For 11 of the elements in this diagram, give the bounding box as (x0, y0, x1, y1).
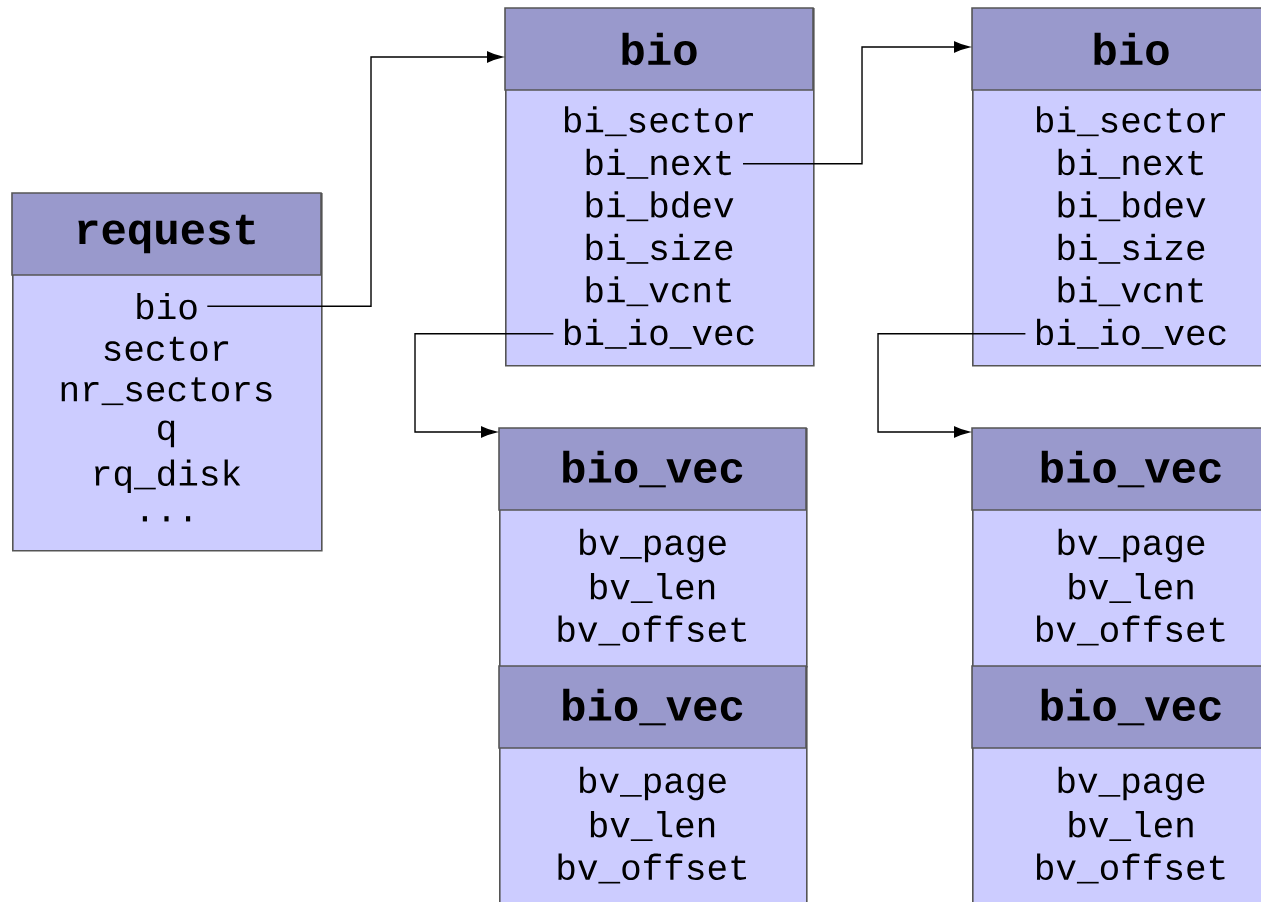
arrow (877, 333, 1027, 438)
arrow (206, 51, 503, 307)
struct-box: bio bi_sector bi_next bi_bdev bi_size bi_vcnt bi_io_vec (971, 7, 1261, 367)
struct-box: bio_vec bv_page bv_len bv_offset (498, 427, 808, 668)
struct-box: bio_vec bv_page bv_len bv_offset (498, 665, 808, 902)
struct-box: request bio sector nr_sectors q rq_disk ... (11, 192, 323, 552)
arrow (414, 333, 555, 438)
struct-box: bio bi_sector bi_next bi_bdev bi_size bi_vcnt bi_io_vec (504, 7, 815, 367)
struct-box: bio_vec bv_page bv_len bv_offset (971, 665, 1261, 902)
struct-box: bio_vec bv_page bv_len bv_offset (971, 427, 1261, 668)
arrow (742, 41, 970, 165)
